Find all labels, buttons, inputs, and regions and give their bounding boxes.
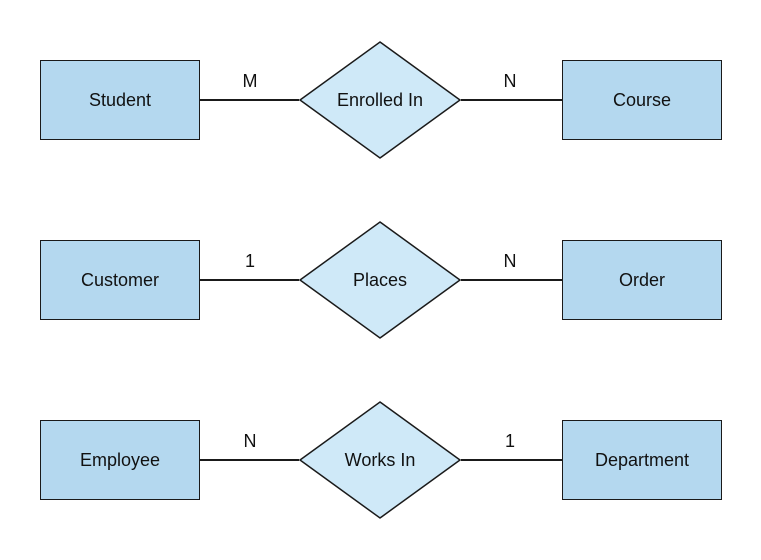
entity-label: Customer <box>80 269 160 290</box>
cardinality-row3-left: N <box>243 431 257 451</box>
connector-line <box>200 99 299 101</box>
entity-label: Employee <box>79 449 161 470</box>
entity-department: Department <box>562 420 722 500</box>
cardinality-row1-right: N <box>503 71 517 91</box>
relationship-label: Works In <box>344 449 416 470</box>
cardinality-row2-left: 1 <box>244 251 255 271</box>
entity-label: Student <box>88 89 152 110</box>
connector-line <box>461 99 562 101</box>
entity-employee: Employee <box>40 420 200 500</box>
relationship-works-in: Works In <box>298 400 462 520</box>
relationship-diamond-shape <box>298 401 462 519</box>
relationship-label: Enrolled In <box>336 89 424 110</box>
entity-order: Order <box>562 240 722 320</box>
cardinality-row2-right: N <box>503 251 517 271</box>
connector-line <box>461 459 562 461</box>
entity-student: Student <box>40 60 200 140</box>
entity-label: Course <box>612 89 672 110</box>
connector-line <box>200 459 299 461</box>
entity-course: Course <box>562 60 722 140</box>
cardinality-row1-left: M <box>242 71 258 91</box>
relationship-diamond-shape <box>298 221 462 339</box>
relationship-label: Places <box>352 269 408 290</box>
relationship-places: Places <box>298 220 462 340</box>
cardinality-row3-right: 1 <box>504 431 515 451</box>
entity-customer: Customer <box>40 240 200 320</box>
relationship-enrolled-in: Enrolled In <box>298 40 462 160</box>
relationship-diamond-shape <box>298 41 462 159</box>
connector-line <box>200 279 299 281</box>
connector-line <box>461 279 562 281</box>
entity-label: Department <box>594 449 690 470</box>
entity-label: Order <box>618 269 665 290</box>
